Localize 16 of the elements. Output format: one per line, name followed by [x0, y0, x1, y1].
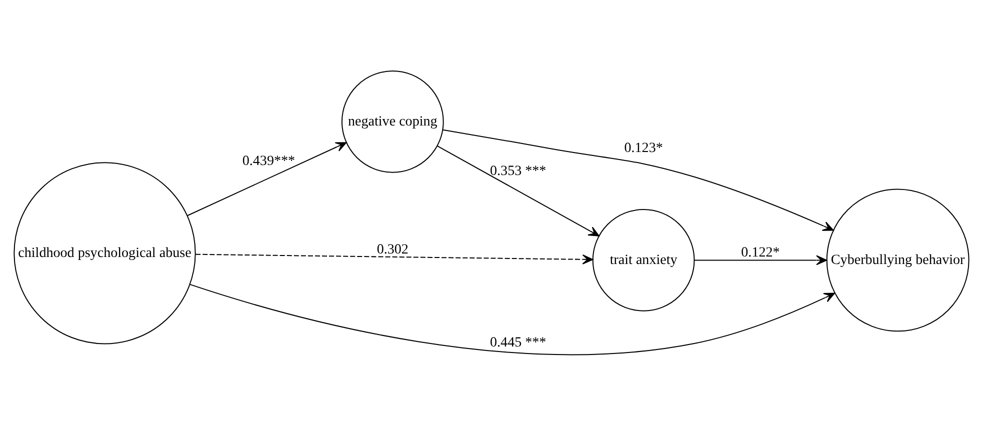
edge-label: 0.439*** [242, 152, 295, 169]
edge-label: 0.302 [376, 240, 408, 257]
node-circle: Cyberbullying behavior [826, 188, 969, 332]
arrow [195, 253, 593, 264]
edge-label: 0.122* [740, 244, 780, 260]
arrow [442, 128, 834, 230]
node-circle: negative coping [340, 70, 444, 172]
node-circle: childhood psychological abuse [13, 162, 196, 344]
arrow [436, 145, 599, 236]
arrow [694, 254, 827, 265]
edge-label: 0.123* [624, 140, 662, 156]
edge-label: 0.353 *** [490, 162, 546, 179]
arrow [189, 283, 834, 354]
arrow [186, 142, 346, 216]
node-circle: trait anxiety [592, 208, 694, 311]
edge-label: 0.445 *** [490, 334, 546, 350]
